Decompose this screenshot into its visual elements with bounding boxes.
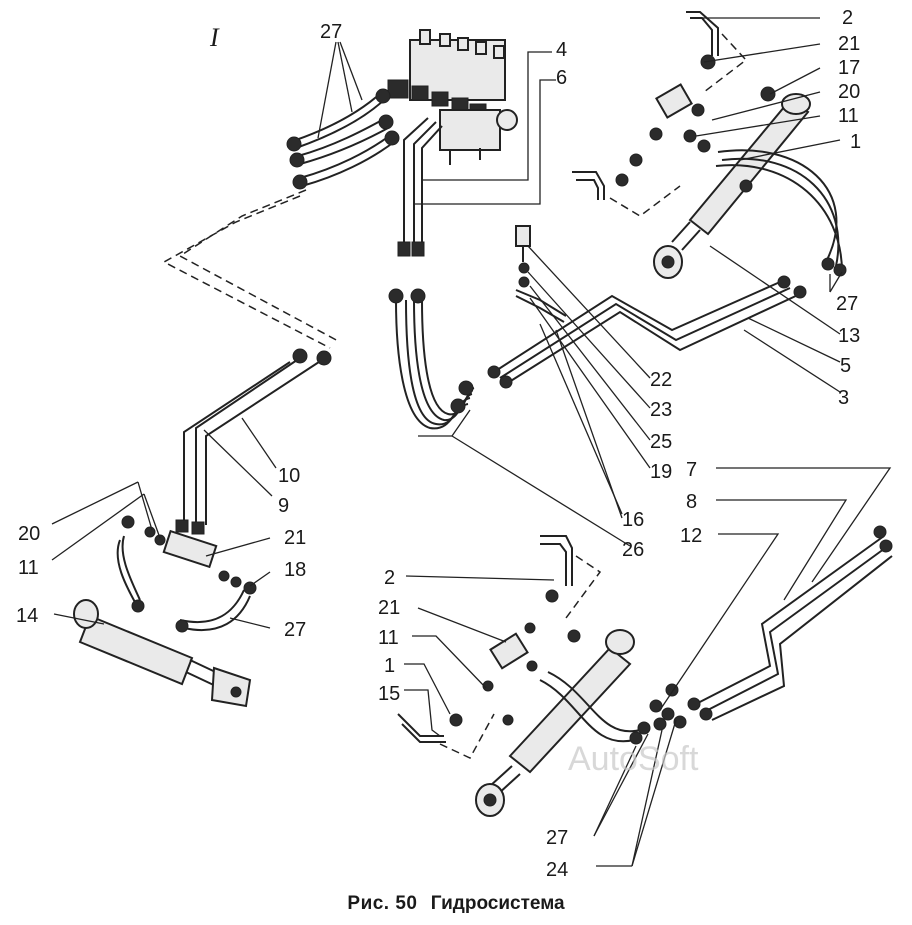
fitting-2-top-right <box>572 11 719 200</box>
callout-27: 27 <box>546 827 568 849</box>
cylinder-14-left <box>73 515 257 708</box>
dashed-tr-1 <box>703 33 748 93</box>
callout-10: 10 <box>278 465 300 487</box>
callout-12: 12 <box>680 525 702 547</box>
callout-9: 9 <box>278 495 289 517</box>
callout-25: 25 <box>650 431 672 453</box>
callout-27: 27 <box>320 21 342 43</box>
callout-15: 15 <box>378 683 400 705</box>
callout-7: 7 <box>686 459 697 481</box>
callout-8: 8 <box>686 491 697 513</box>
callout-17: 17 <box>838 57 860 79</box>
callout-20: 20 <box>18 523 40 545</box>
callout-27: 27 <box>284 619 306 641</box>
dashed-route-left <box>162 189 341 349</box>
callout-11: 11 <box>18 557 39 579</box>
callout-19: 19 <box>650 461 672 483</box>
callout-5: 5 <box>840 355 851 377</box>
hoses-26 <box>388 288 475 430</box>
callout-2: 2 <box>842 7 853 29</box>
callout-22: 22 <box>650 369 672 391</box>
fitting-2-bottom <box>397 535 573 743</box>
dashed-b-1 <box>565 555 602 619</box>
dashed-tr-2 <box>609 185 681 217</box>
callout-1: 1 <box>850 131 861 153</box>
distributor-valve <box>387 29 518 165</box>
watermark: AutoSoft <box>568 740 699 778</box>
caption-number: Рис. 50 <box>347 893 418 914</box>
hoses-27-right <box>715 149 847 277</box>
caption-title: Гидросистема <box>430 893 565 914</box>
figure-caption: Рис. 50 Гидросистема <box>0 893 912 915</box>
callout-26: 26 <box>622 539 644 561</box>
dashed-b-2 <box>439 713 495 759</box>
callout-2: 2 <box>384 567 395 589</box>
callout-14: 14 <box>16 605 38 627</box>
hoses-27-top <box>286 88 400 190</box>
pipes-4-6 <box>397 117 443 257</box>
callout-13: 13 <box>838 325 860 347</box>
callout-21: 21 <box>378 597 400 619</box>
coupling-21-left <box>144 526 242 588</box>
callout-27: 27 <box>836 293 858 315</box>
section-mark: I <box>209 23 220 52</box>
hoses-27-bottom <box>539 671 651 745</box>
bolt-clamp-22 <box>515 225 567 323</box>
callout-1: 1 <box>384 655 395 677</box>
callout-23: 23 <box>650 399 672 421</box>
callout-24: 24 <box>546 859 568 881</box>
callout-3: 3 <box>838 387 849 409</box>
pipes-10-9 <box>175 348 332 535</box>
callout-4: 4 <box>556 39 567 61</box>
leader-lines <box>51 17 892 867</box>
callout-18: 18 <box>284 559 306 581</box>
callout-21: 21 <box>284 527 306 549</box>
callout-labels: 27 4 6 2 21 17 20 11 1 27 13 5 3 22 23 2… <box>16 7 861 881</box>
callout-21: 21 <box>838 33 860 55</box>
callout-11: 11 <box>838 105 859 127</box>
callout-6: 6 <box>556 67 567 89</box>
callout-20: 20 <box>838 81 860 103</box>
pipes-7-8-12 <box>649 525 893 731</box>
callout-16: 16 <box>622 509 644 531</box>
callout-11: 11 <box>378 627 399 649</box>
cylinder-bottom <box>449 589 635 817</box>
